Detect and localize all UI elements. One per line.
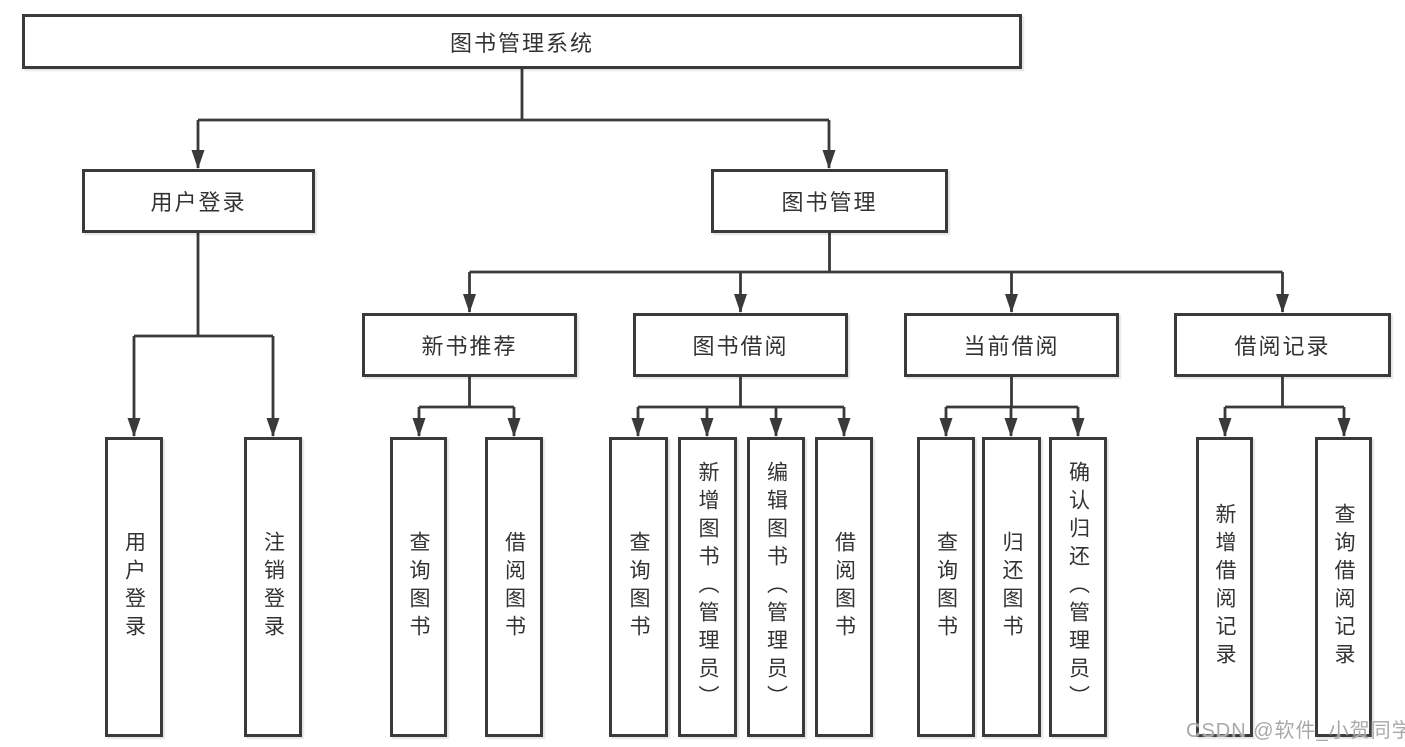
leaf-query-borrow-record: 查询借阅记录 [1315, 437, 1372, 737]
leaf-confirm-return-admin: 确认归还（管理员） [1049, 437, 1107, 737]
node-user-login: 用户登录 [82, 169, 315, 233]
node-new-book-recommendation: 新书推荐 [362, 313, 577, 377]
node-book-management: 图书管理 [711, 169, 948, 233]
leaf-query-books-current: 查询图书 [917, 437, 975, 737]
leaf-borrow-books-recommend: 借阅图书 [485, 437, 543, 737]
node-library-management-system: 图书管理系统 [22, 14, 1022, 69]
node-book-borrowing: 图书借阅 [633, 313, 848, 377]
leaf-add-borrow-record: 新增借阅记录 [1196, 437, 1253, 737]
leaf-edit-books-admin: 编辑图书（管理员） [747, 437, 805, 737]
watermark: CSDN @软件_小贺同学 [1186, 720, 1405, 742]
leaf-query-books-borrowing: 查询图书 [609, 437, 668, 737]
leaf-borrow-books-borrowing: 借阅图书 [815, 437, 873, 737]
leaf-logout: 注销登录 [244, 437, 302, 737]
leaf-add-books-admin: 新增图书（管理员） [678, 437, 737, 737]
leaf-query-books-recommend: 查询图书 [390, 437, 447, 737]
leaf-return-books: 归还图书 [982, 437, 1041, 737]
node-borrowing-records: 借阅记录 [1174, 313, 1391, 377]
leaf-user-login: 用户登录 [105, 437, 163, 737]
node-current-borrowing: 当前借阅 [904, 313, 1119, 377]
